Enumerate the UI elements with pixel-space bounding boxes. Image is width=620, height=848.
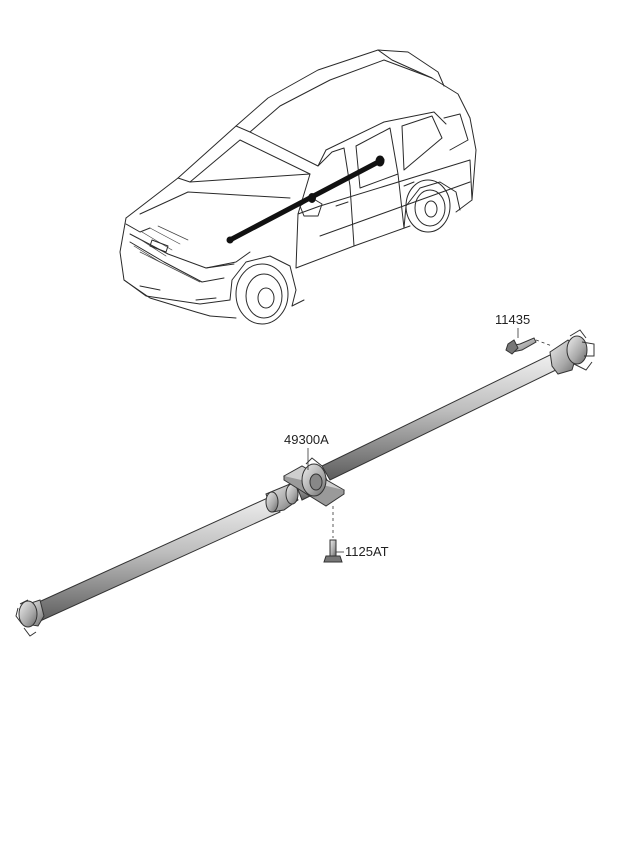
part-number-11435: 11435 bbox=[495, 312, 530, 327]
rear-flange bbox=[549, 329, 595, 375]
front-flange bbox=[15, 599, 45, 637]
part-number-49300a: 49300A bbox=[284, 432, 329, 447]
callout-11435: 11435 bbox=[495, 312, 530, 338]
vehicle-illustration bbox=[119, 49, 477, 325]
callout-49300a: 49300A bbox=[284, 432, 329, 470]
center-bearing bbox=[283, 457, 345, 507]
callout-1125at: 1125AT bbox=[336, 544, 389, 559]
driveshaft-illustration bbox=[15, 329, 595, 637]
bolt-1125at-icon bbox=[323, 506, 343, 563]
bolt-11435-icon bbox=[505, 337, 553, 355]
part-number-1125at: 1125AT bbox=[345, 544, 389, 559]
